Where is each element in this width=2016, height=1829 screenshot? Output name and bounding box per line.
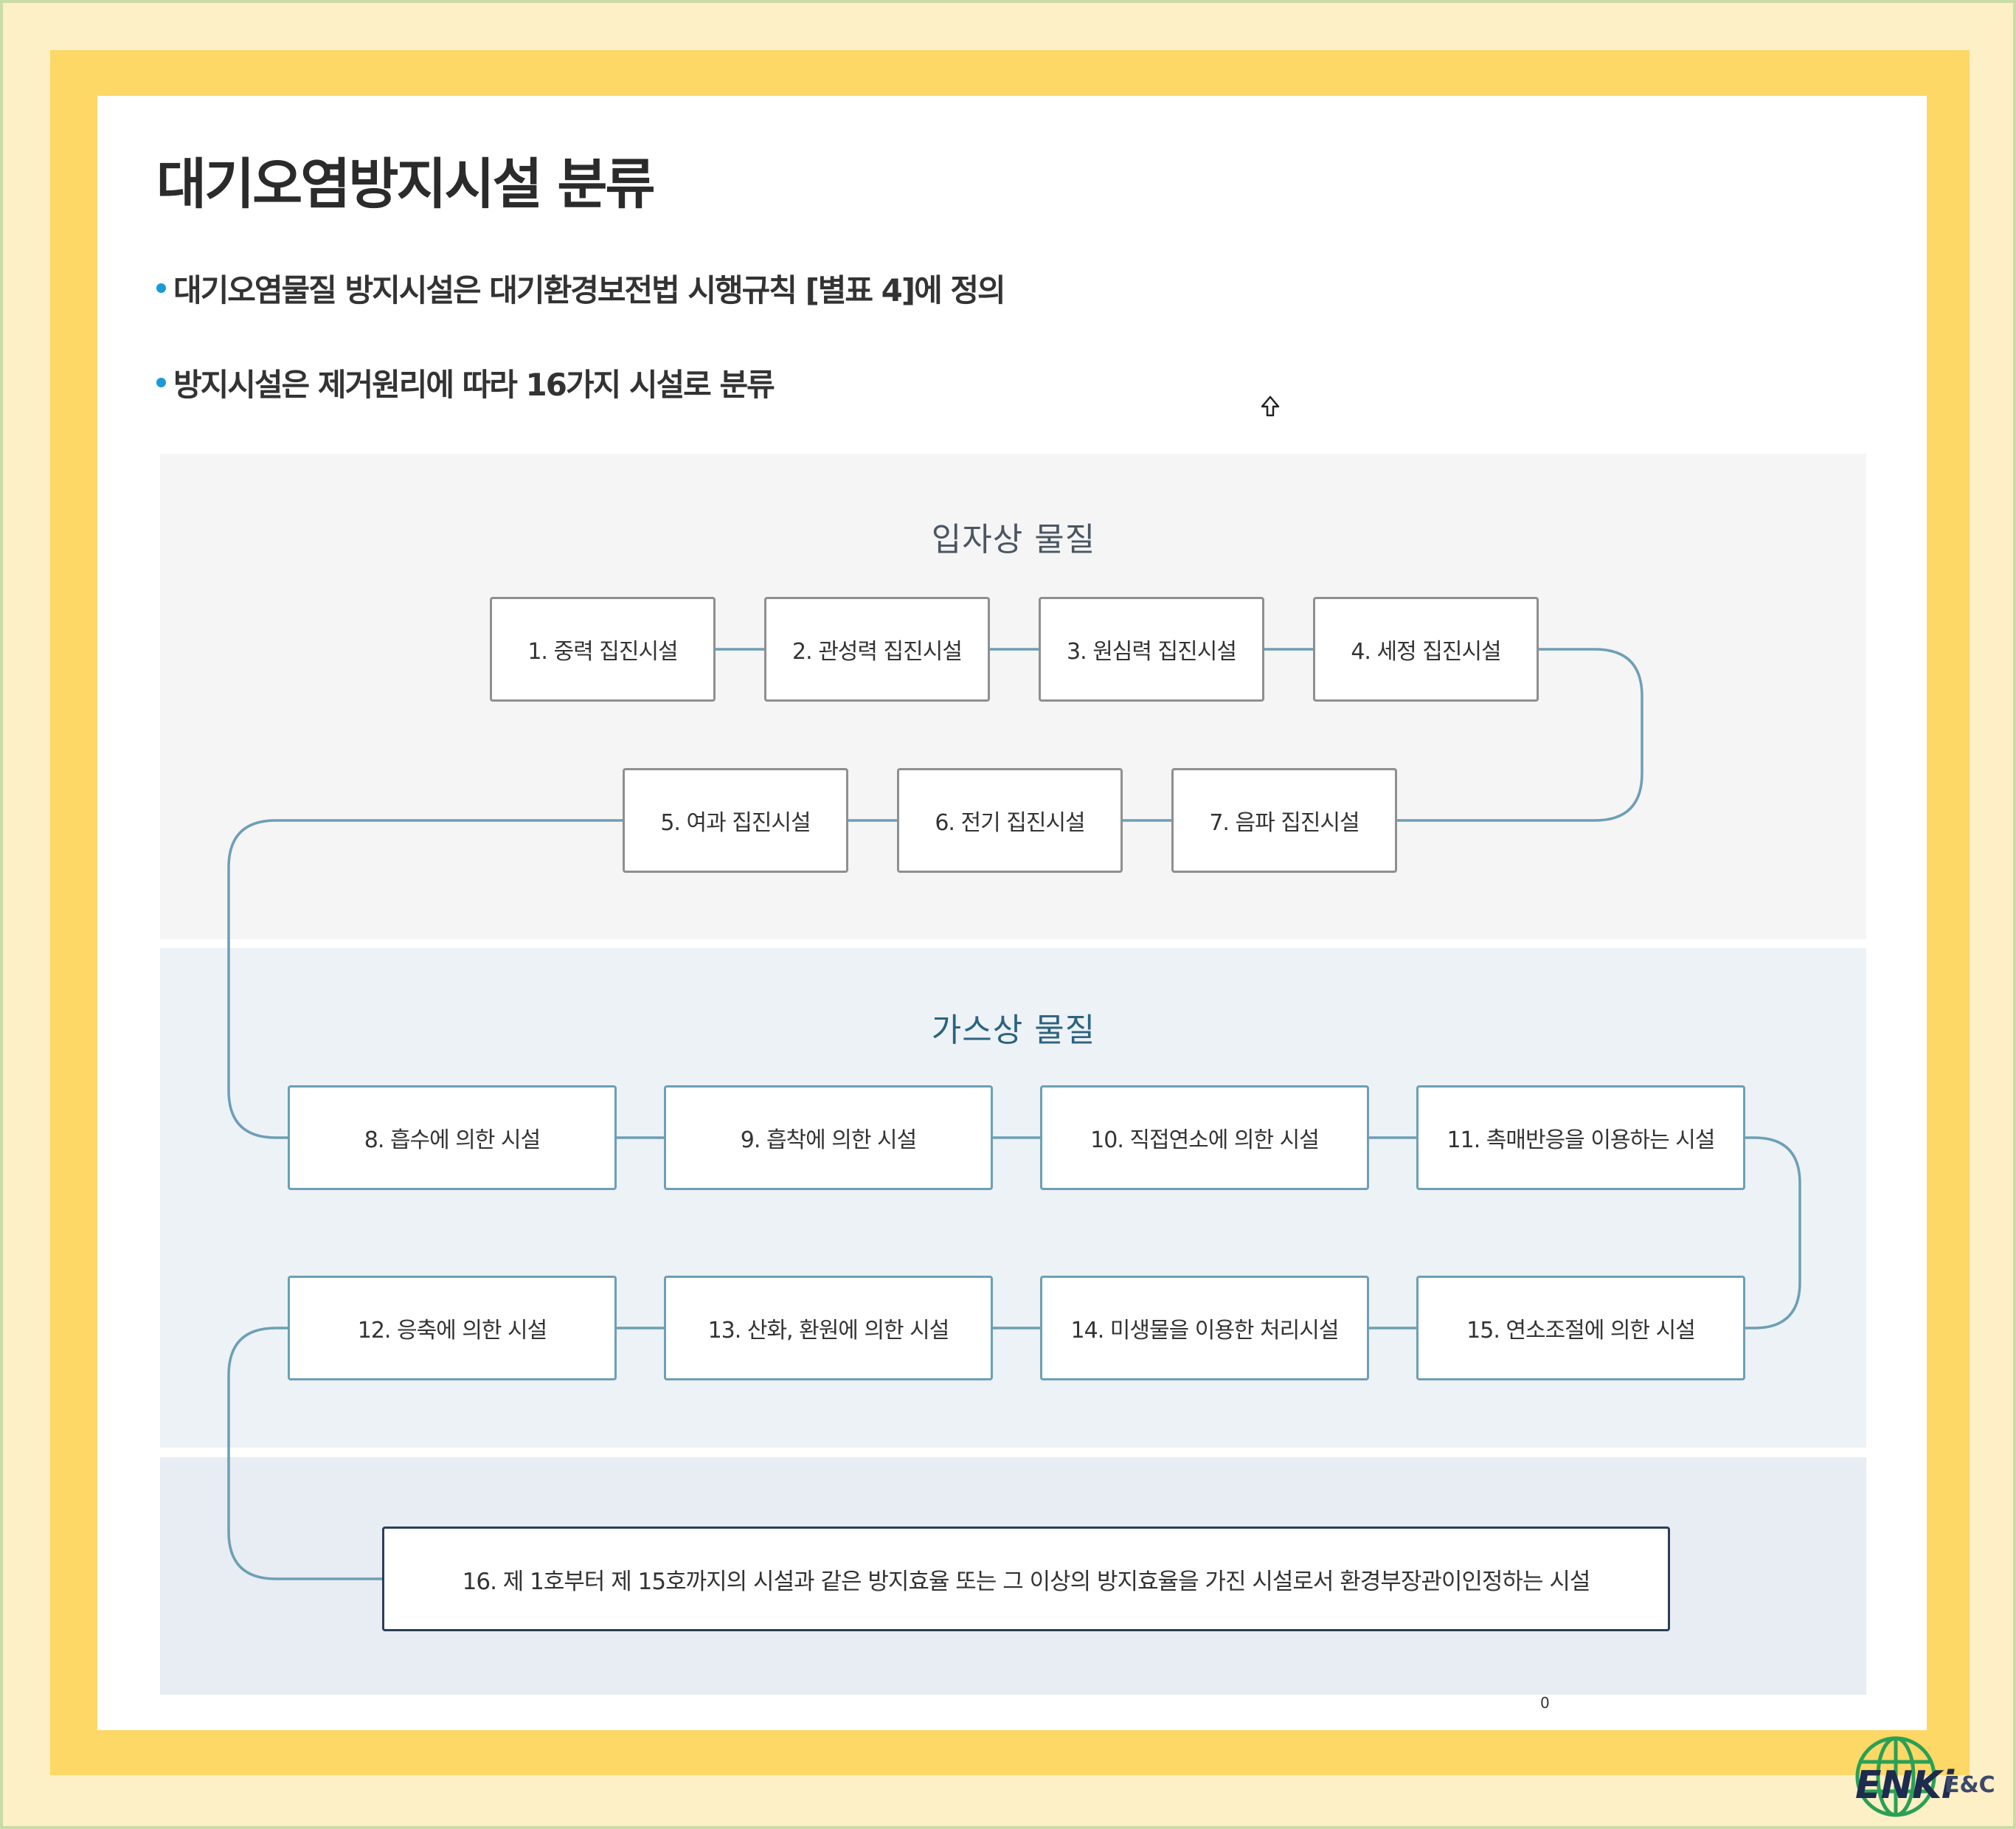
node-absorption: 8. 흡수에 의한 시설 [288, 1085, 617, 1190]
node-inertial-collector: 2. 관성력 집진시설 [764, 597, 990, 702]
logo-subtext: E&C [1944, 1772, 1995, 1798]
bullet-text-1: 대기오염물질 방지시설은 대기환경보전법 시행규칙 [별표 4]에 정의 [173, 272, 1006, 308]
node-electrostatic-precipitator: 6. 전기 집진시설 [897, 768, 1123, 873]
node-oxidation-reduction: 13. 산화, 환원에 의한 시설 [664, 1276, 993, 1380]
globe-logo-icon [1855, 1736, 1936, 1817]
bullet-item-1: 대기오염물질 방지시설은 대기환경보전법 시행규칙 [별표 4]에 정의 [156, 266, 1006, 311]
node-adsorption: 9. 흡착에 의한 시설 [664, 1085, 993, 1190]
node-filter-collector: 5. 여과 집진시설 [623, 768, 848, 873]
node-sonic-collector: 7. 음파 집진시설 [1171, 768, 1397, 873]
node-direct-combustion: 10. 직접연소에 의한 시설 [1040, 1085, 1369, 1190]
logo-wordmark: ENKi [1855, 1763, 1954, 1808]
node-microbial-treatment: 14. 미생물을 이용한 처리시설 [1040, 1276, 1369, 1380]
bullet-item-2: 방지시설은 제거원리에 따라 16가지 시설로 분류 [156, 360, 775, 405]
bullet-dot-icon [156, 378, 166, 387]
page-mark: 0 [1540, 1694, 1550, 1712]
node-condensation: 12. 응축에 의한 시설 [288, 1276, 617, 1380]
node-catalytic-reaction: 11. 촉매반응을 이용하는 시설 [1416, 1085, 1745, 1190]
node-centrifugal-collector: 3. 원심력 집진시설 [1039, 597, 1264, 702]
node-wet-scrubber: 4. 세정 집진시설 [1313, 597, 1539, 702]
mouse-cursor-icon [1261, 395, 1280, 417]
page-title: 대기오염방지시설 분류 [156, 153, 656, 216]
node-gravity-collector: 1. 중력 집진시설 [490, 597, 716, 702]
gaseous-section-title: 가스상 물질 [931, 1012, 1096, 1049]
node-combustion-control: 15. 연소조절에 의한 시설 [1416, 1276, 1745, 1380]
node-equivalent-facility: 16. 제 1호부터 제 15호까지의 시설과 같은 방지효율 또는 그 이상의… [382, 1527, 1670, 1631]
particulate-section-title: 입자상 물질 [931, 521, 1096, 559]
bullet-text-2: 방지시설은 제거원리에 따라 16가지 시설로 분류 [173, 367, 775, 403]
bullet-dot-icon [156, 283, 166, 293]
